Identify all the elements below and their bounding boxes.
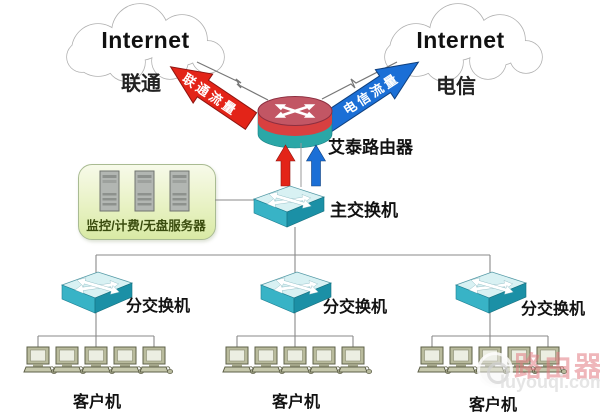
client-label-middle: 客户机 xyxy=(272,394,321,411)
watermark-brand: 路由器 xyxy=(514,351,600,382)
sub-switch-label-left: 分交换机 xyxy=(126,298,191,315)
main-switch-icon xyxy=(254,186,324,227)
carrier-label-telecom: 电信 xyxy=(436,76,476,98)
client-label-left: 客户机 xyxy=(73,394,122,411)
computer-icon xyxy=(338,346,373,374)
sub-switch-icon-right xyxy=(456,272,526,313)
sub-switch-icon-left xyxy=(62,272,132,313)
wan-link-telecom xyxy=(321,61,398,100)
computer-icon xyxy=(251,346,286,374)
client-group-left xyxy=(23,346,174,374)
main-switch-label: 主交换机 xyxy=(330,201,398,220)
computer-icon xyxy=(417,346,452,374)
watermark-domain: luyouqi.com xyxy=(500,372,600,392)
computer-icon xyxy=(139,346,174,374)
sub-switch-label-middle: 分交换机 xyxy=(323,299,388,316)
computer-icon xyxy=(280,346,315,374)
sub-switch-icon-middle xyxy=(261,272,331,313)
router-label: 艾泰路由器 xyxy=(328,138,413,157)
unicom-traffic-arrow xyxy=(169,66,258,130)
computer-icon xyxy=(110,346,145,374)
lan-cabling xyxy=(37,199,549,347)
computer-icon xyxy=(81,346,116,374)
client-group-middle xyxy=(222,346,373,374)
computer-icon xyxy=(309,346,344,374)
computer-icon xyxy=(23,346,58,374)
internet-label-right: Internet xyxy=(416,27,505,53)
up-arrow-blue xyxy=(305,144,327,187)
up-arrow-red xyxy=(275,144,296,187)
computer-icon xyxy=(222,346,257,374)
server-group-label: 监控/计费/无盘服务器 xyxy=(86,219,206,233)
server-tower-icon xyxy=(99,170,120,212)
server-tower-icon xyxy=(134,170,155,212)
computer-icon xyxy=(446,346,481,374)
wan-link-unicom xyxy=(196,61,269,101)
carrier-label-unicom: 联通 xyxy=(121,73,161,95)
server-tower-icon xyxy=(169,170,190,212)
computer-icon xyxy=(52,346,87,374)
watermark-logo xyxy=(477,352,513,388)
sub-switch-label-right: 分交换机 xyxy=(521,301,586,318)
internet-label-left: Internet xyxy=(101,27,190,53)
client-label-right: 客户机 xyxy=(469,397,518,414)
telecom-traffic-arrow xyxy=(318,61,420,134)
router-icon xyxy=(257,96,333,149)
